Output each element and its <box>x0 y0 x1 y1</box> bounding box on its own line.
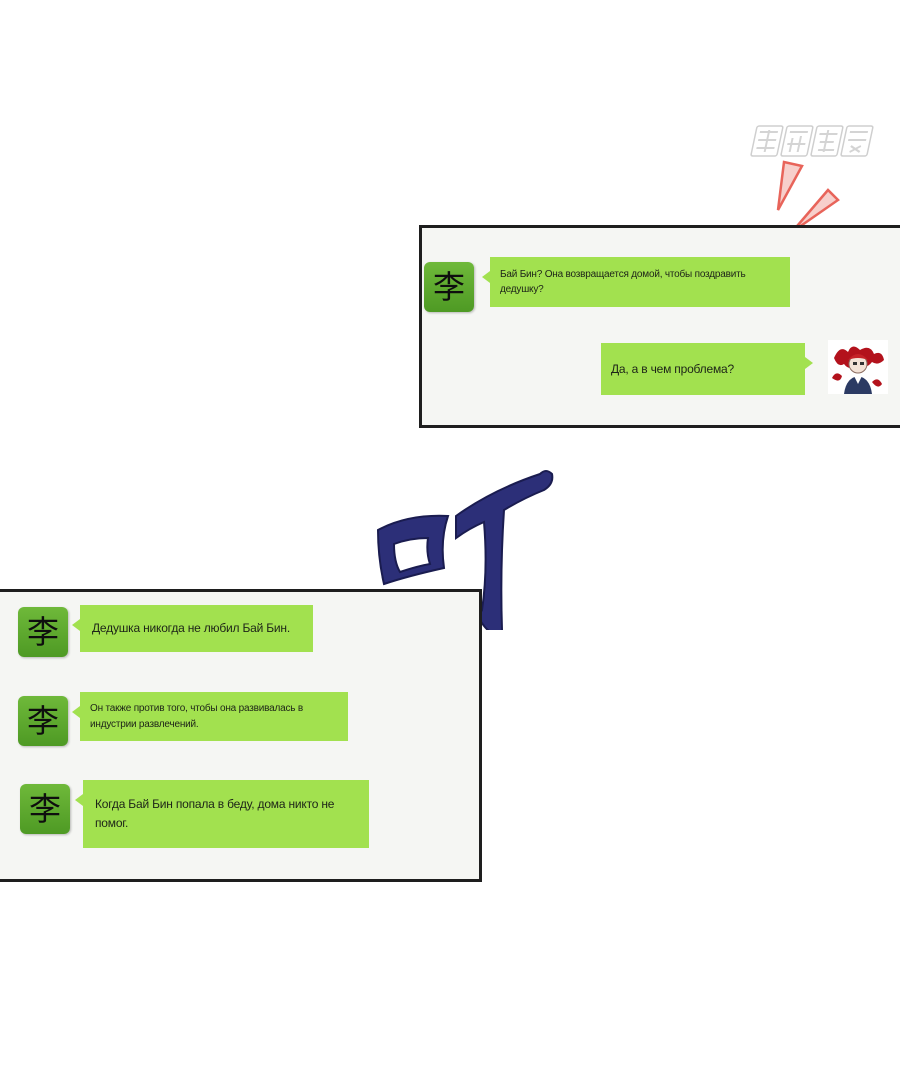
contact-avatar: 李 <box>18 696 68 746</box>
contact-avatar: 李 <box>18 607 68 657</box>
contact-avatar: 李 <box>20 784 70 834</box>
watermark-logo <box>750 125 874 157</box>
contact-avatar: 李 <box>424 262 474 312</box>
incoming-message-bubble: Когда Бай Бин попала в беду, дома никто … <box>75 780 369 848</box>
sound-effect-glyph <box>376 470 554 630</box>
incoming-message-bubble: Дедушка никогда не любил Бай Бин. <box>72 605 313 652</box>
outgoing-message-bubble: Да, а в чем проблема? <box>601 343 813 395</box>
user-avatar-icon <box>828 340 888 394</box>
chat-panel-top <box>419 225 900 428</box>
incoming-message-bubble: Он также против того, чтобы она развивал… <box>72 692 348 741</box>
incoming-message-bubble: Бай Бин? Она возвращается домой, чтобы п… <box>482 257 790 307</box>
